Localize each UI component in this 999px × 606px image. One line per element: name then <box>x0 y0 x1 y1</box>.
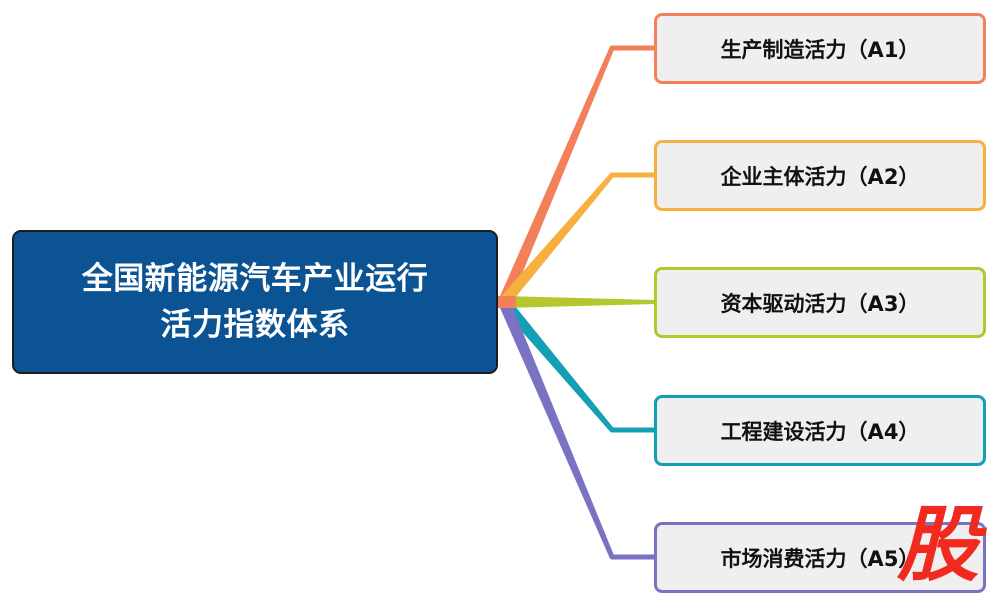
branch-label-a4: 工程建设活力（A4） <box>720 419 920 444</box>
connector-hub <box>496 296 516 308</box>
root-title-line-2: 活力指数体系 <box>160 307 350 343</box>
branch-label-a5: 市场消费活力（A5） <box>720 546 920 571</box>
watermark-logo: 股 <box>897 498 979 593</box>
branch-node-a2: 企业主体活力（A2） <box>654 140 986 211</box>
connector-2 <box>499 172 659 306</box>
connector-1 <box>498 45 659 305</box>
connector-3 <box>504 296 656 308</box>
branch-label-a3: 资本驱动活力（A3） <box>720 291 920 316</box>
connector-4 <box>499 298 659 433</box>
branch-node-a5: 市场消费活力（A5） <box>654 522 986 593</box>
branch-node-a1: 生产制造活力（A1） <box>654 13 986 84</box>
root-node: 全国新能源汽车产业运行 活力指数体系 <box>12 230 498 374</box>
branch-node-a3: 资本驱动活力（A3） <box>654 267 986 338</box>
branch-label-a1: 生产制造活力（A1） <box>720 37 920 62</box>
branch-label-a2: 企业主体活力（A2） <box>720 164 920 189</box>
branch-node-a4: 工程建设活力（A4） <box>654 395 986 466</box>
connector-5 <box>498 299 659 560</box>
root-title-line-1: 全国新能源汽车产业运行 <box>81 261 429 297</box>
